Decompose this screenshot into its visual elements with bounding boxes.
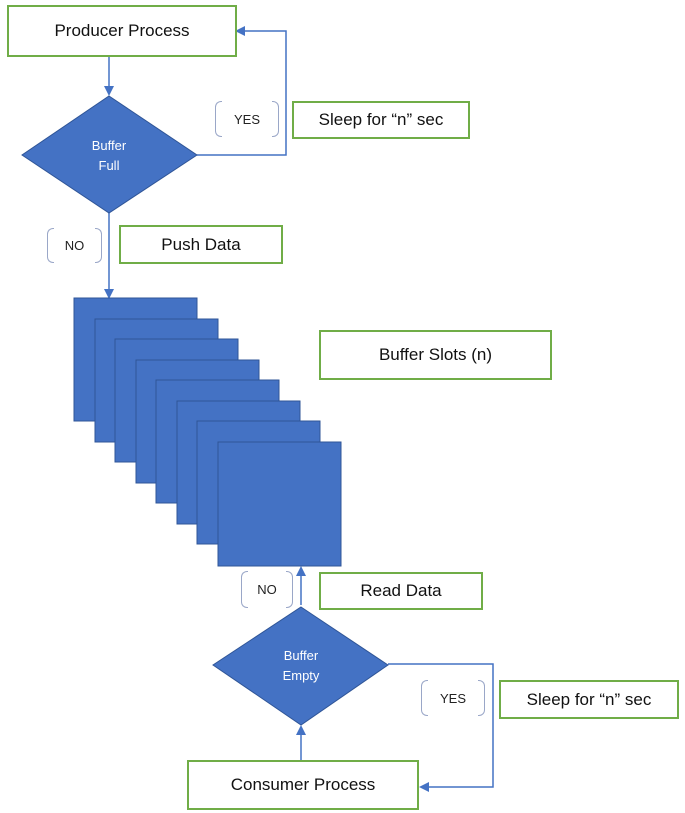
read-data-note: Read Data [319, 572, 483, 610]
buffer-slots-note: Buffer Slots (n) [319, 330, 552, 380]
producer-process-box: Producer Process [7, 5, 237, 57]
yes-tag-bottom: YES [421, 680, 485, 716]
buffer-slots-label: Buffer Slots (n) [378, 345, 493, 364]
connector-empty-yes-loop [388, 663, 494, 792]
no-tag-top-label: NO [64, 238, 85, 253]
decision-empty-line2: Empty [283, 668, 320, 683]
sleep-note-top-label: Sleep for “n” sec [318, 110, 444, 129]
read-data-label: Read Data [360, 581, 442, 600]
push-data-label: Push Data [161, 234, 241, 254]
no-tag-bottom-label: NO [257, 582, 277, 597]
decision-buffer-empty [212, 606, 389, 726]
buffer-slot [217, 441, 342, 567]
yes-tag-top: YES [215, 101, 279, 137]
buffer-slots-stack [73, 297, 342, 567]
connector-full-yes-loop [197, 26, 287, 156]
push-data-note: Push Data [119, 225, 283, 264]
consumer-process-box: Consumer Process [187, 760, 419, 810]
sleep-note-bottom: Sleep for “n” sec [499, 680, 679, 719]
consumer-process-label: Consumer Process [230, 775, 376, 794]
no-tag-top: NO [47, 228, 102, 263]
yes-tag-bottom-label: YES [439, 690, 466, 706]
yes-tag-top-label: YES [233, 111, 260, 127]
sleep-note-bottom-label: Sleep for “n” sec [526, 689, 652, 709]
decision-full-line2: Full [99, 158, 120, 173]
decision-full-line1: Buffer [92, 138, 127, 153]
decision-buffer-full [21, 95, 198, 214]
decision-empty-line1: Buffer [284, 648, 319, 663]
no-tag-bottom: NO [241, 571, 293, 608]
producer-process-label: Producer Process [54, 21, 190, 40]
sleep-note-top: Sleep for “n” sec [292, 101, 470, 139]
